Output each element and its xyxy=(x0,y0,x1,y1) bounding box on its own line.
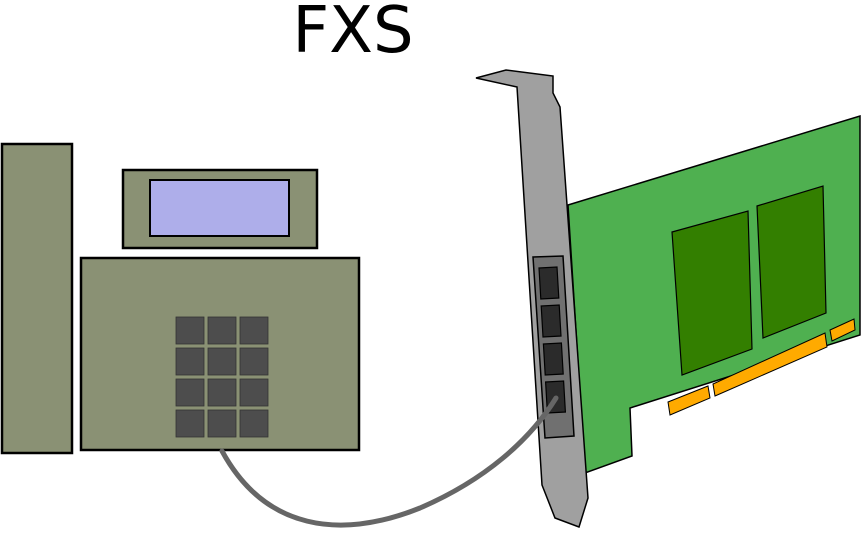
rj11-port xyxy=(540,304,562,338)
card-chip-1 xyxy=(671,210,753,376)
phone-handset xyxy=(0,142,74,455)
keypad-key xyxy=(207,409,237,438)
card-contacts-main xyxy=(712,332,828,397)
diagram-title: FXS xyxy=(292,0,413,68)
card-contacts-left xyxy=(667,385,711,416)
pci-fxs-card-icon xyxy=(475,69,861,528)
desk-telephone-icon xyxy=(0,142,361,455)
keypad-key xyxy=(239,316,269,345)
card-ports xyxy=(538,266,567,414)
keypad-key xyxy=(207,378,237,407)
phone-keypad xyxy=(175,316,269,438)
keypad-key xyxy=(239,347,269,376)
keypad-key xyxy=(239,378,269,407)
phone-display-screen xyxy=(149,179,290,237)
keypad-key xyxy=(207,347,237,376)
rj11-port xyxy=(538,266,560,300)
rj11-port xyxy=(542,342,564,376)
keypad-key xyxy=(239,409,269,438)
keypad-key xyxy=(175,378,205,407)
keypad-key xyxy=(175,347,205,376)
card-chip-2 xyxy=(756,185,827,339)
card-contacts-right xyxy=(829,318,856,342)
keypad-key xyxy=(175,409,205,438)
card-bracket xyxy=(475,69,589,528)
keypad-key xyxy=(207,316,237,345)
phone-cable xyxy=(219,395,559,528)
keypad-key xyxy=(175,316,205,345)
